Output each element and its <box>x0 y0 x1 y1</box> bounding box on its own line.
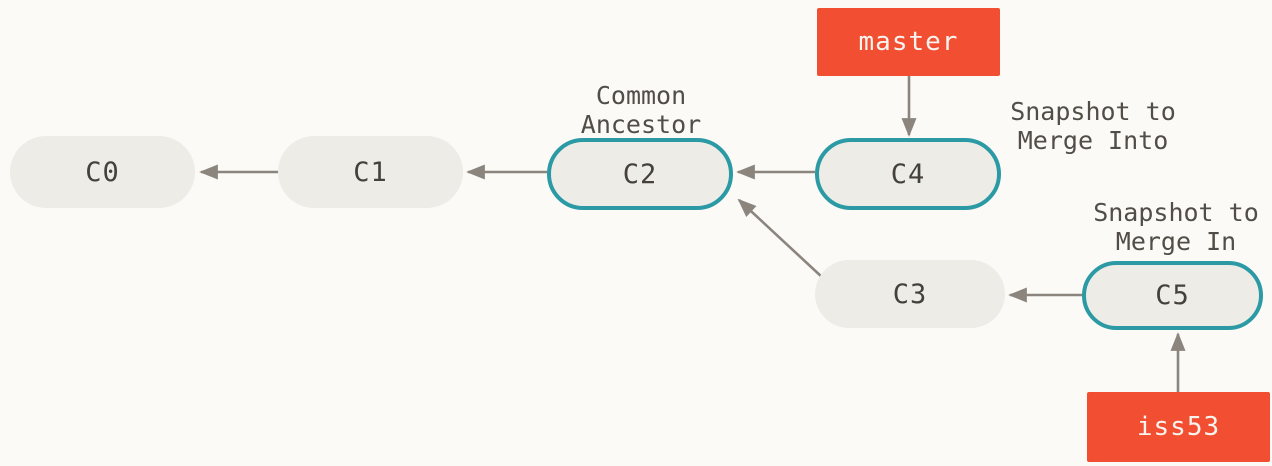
annotation-common-ancestor: Common Ancestor <box>580 81 702 139</box>
annotation-snapshot-to-merge-into: Snapshot to Merge Into <box>1010 97 1176 155</box>
commit-node-c0: C0 <box>10 136 195 208</box>
commit-node-c4: C4 <box>815 138 1001 210</box>
branch-label-master: master <box>817 8 1000 76</box>
branch-label-iss53: iss53 <box>1087 392 1270 462</box>
commit-label: C4 <box>890 158 926 190</box>
commit-node-c3: C3 <box>815 260 1005 328</box>
branch-name: iss53 <box>1136 412 1221 442</box>
edge-c3-to-c2 <box>737 198 824 279</box>
commit-label: C2 <box>622 158 658 190</box>
annotation-snapshot-to-merge-in: Snapshot to Merge In <box>1093 198 1259 256</box>
branch-name: master <box>858 27 959 57</box>
commit-label: C3 <box>892 278 928 310</box>
commit-label: C5 <box>1155 280 1190 311</box>
commit-node-c1: C1 <box>278 136 463 208</box>
commit-node-c2: C2 <box>547 138 733 210</box>
commit-node-c5: C5 <box>1082 261 1263 330</box>
commit-label: C1 <box>353 156 388 188</box>
commit-label: C0 <box>85 156 120 188</box>
